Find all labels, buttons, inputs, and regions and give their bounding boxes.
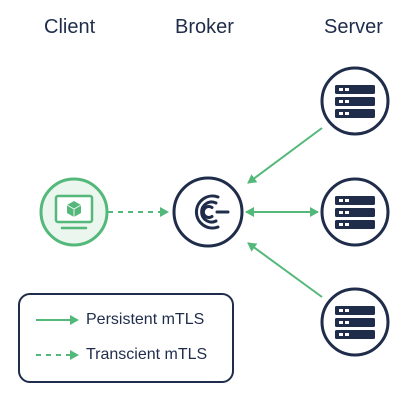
broker-logo-icon [195, 194, 230, 230]
server-node [320, 287, 390, 357]
dashed-arrow-icon [36, 350, 79, 360]
legend-item-persistent: Persistent mTLS [34, 308, 204, 332]
solid-arrow-icon [36, 315, 79, 325]
monitor-cube-icon [54, 194, 94, 230]
persistent-connection-server1-broker [247, 127, 323, 184]
server-rack-icon [335, 196, 375, 229]
server-rack-icon [335, 85, 375, 118]
server-rack-icon [335, 306, 375, 339]
client-node [39, 177, 109, 247]
persistent-connection-server3-broker [247, 242, 323, 298]
column-label-broker: Broker [175, 16, 234, 38]
legend-label-persistent: Persistent mTLS [86, 311, 205, 328]
legend-item-transient: Transcient mTLS [34, 343, 207, 367]
server-node [320, 66, 390, 136]
column-label-client: Client [44, 16, 96, 38]
legend-label-transient: Transcient mTLS [86, 346, 208, 363]
column-label-server: Server [324, 16, 383, 38]
legend-box: Persistent mTLS Transcient mTLS [18, 293, 234, 383]
broker-node [172, 176, 244, 248]
server-node [320, 177, 390, 247]
